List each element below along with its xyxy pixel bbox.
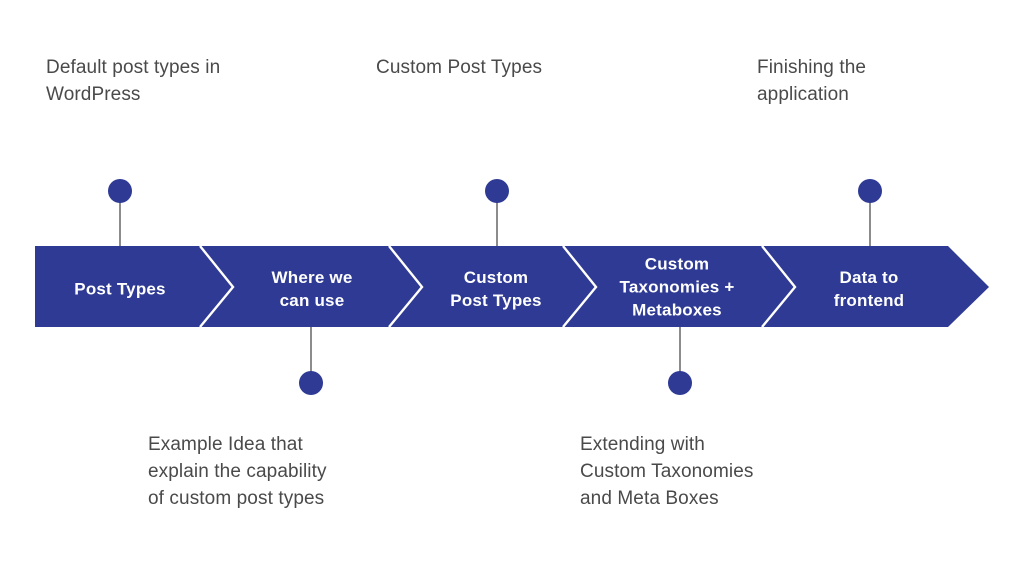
callout-dot-top-1 bbox=[108, 179, 132, 203]
callout-top-label-1: Default post types in WordPress bbox=[46, 57, 221, 105]
callout-stem-top-1 bbox=[119, 191, 121, 247]
callout-top-label-2: Custom Post Types bbox=[376, 57, 543, 78]
callout-dot-bottom-1 bbox=[299, 371, 323, 395]
callout-stem-bottom-1 bbox=[310, 327, 312, 383]
callout-dot-top-3 bbox=[858, 179, 882, 203]
chevron-1 bbox=[199, 245, 235, 328]
arrow-segment-label-3: Custom Post Types bbox=[450, 268, 542, 310]
arrow-segment-label-5: Data to frontend bbox=[833, 268, 905, 310]
arrow-segment-label-2: Where we can use bbox=[271, 268, 353, 310]
callout-dot-bottom-2 bbox=[668, 371, 692, 395]
callout-stem-top-2 bbox=[496, 191, 498, 247]
callout-bottom-label-2: Extending with Custom Taxonomies and Met… bbox=[580, 434, 754, 509]
arrow-segment-label-4: Custom Taxonomies + Metaboxes bbox=[619, 254, 735, 320]
callout-top-label-3: Finishing the application bbox=[757, 57, 867, 105]
callout-stem-top-3 bbox=[869, 191, 871, 247]
callout-dot-top-2 bbox=[485, 179, 509, 203]
callout-stem-bottom-2 bbox=[679, 327, 681, 383]
callout-bottom-label-1: Example Idea that explain the capability… bbox=[148, 434, 327, 509]
arrow-segment-label-1: Post Types bbox=[74, 279, 166, 299]
